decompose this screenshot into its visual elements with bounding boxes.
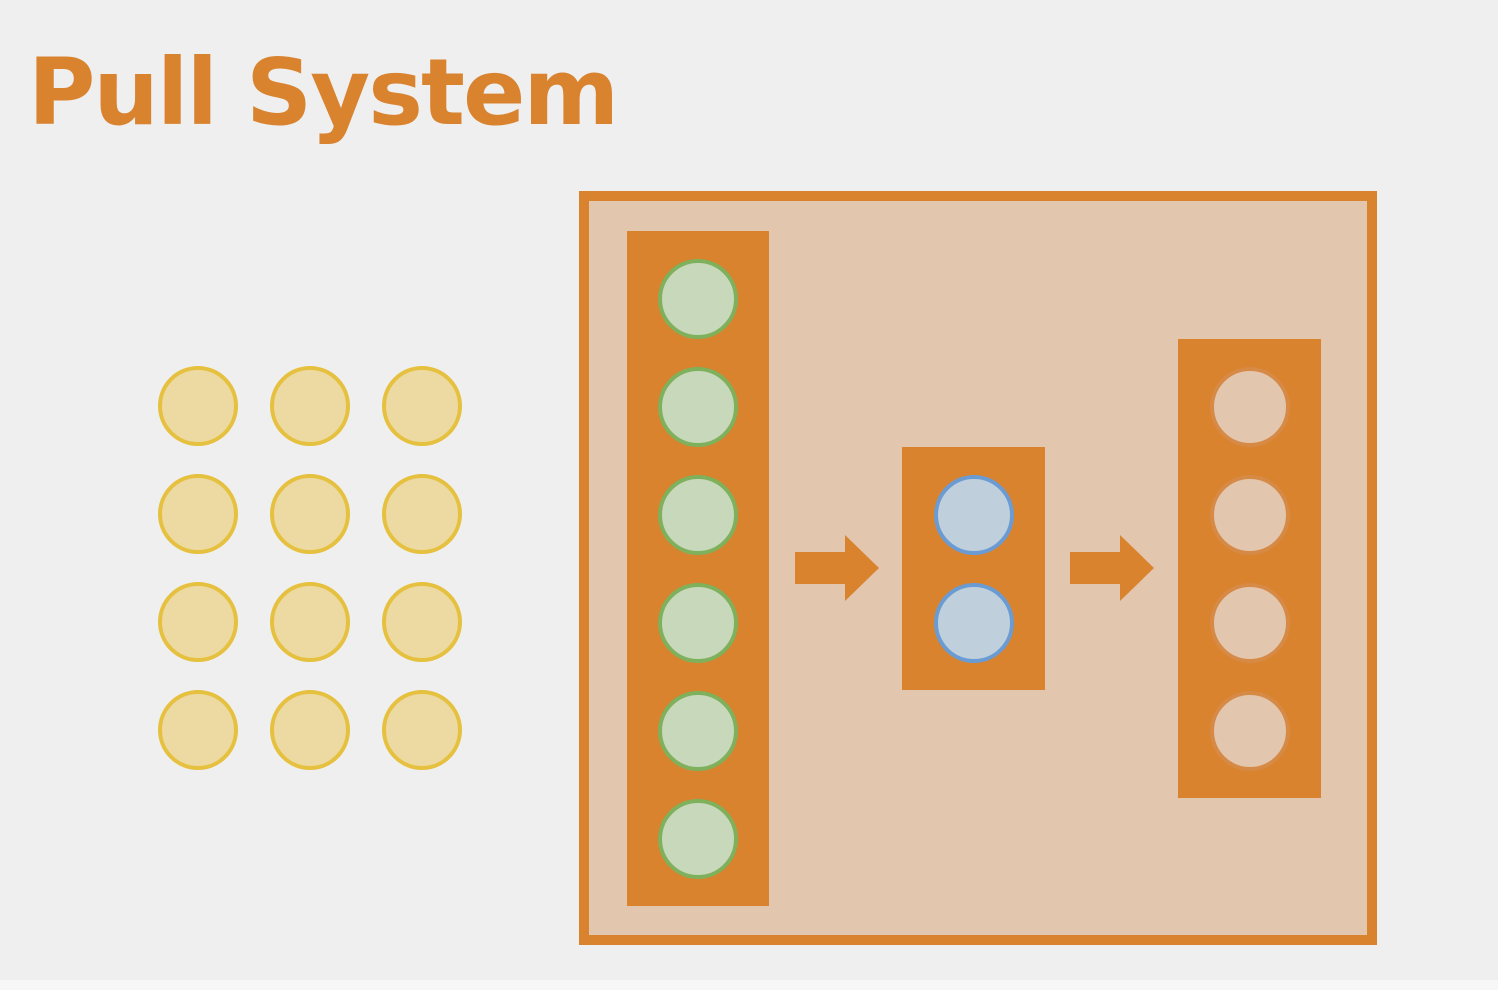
work-item: [658, 475, 738, 555]
work-item: [658, 583, 738, 663]
bottom-strip: [0, 980, 1498, 990]
empty-slot: [1209, 475, 1290, 555]
waiting-token: [158, 366, 238, 446]
work-item: [933, 583, 1014, 663]
waiting-token: [382, 690, 462, 770]
work-item: [658, 259, 738, 339]
waiting-token: [158, 690, 238, 770]
page-title: Pull System: [28, 39, 619, 146]
work-item: [658, 691, 738, 771]
work-item: [658, 367, 738, 447]
waiting-token: [382, 366, 462, 446]
waiting-token: [158, 474, 238, 554]
waiting-token: [382, 474, 462, 554]
empty-slot: [1209, 367, 1290, 447]
processing-stage-column: [902, 447, 1045, 690]
waiting-token: [270, 474, 350, 554]
waiting-token: [158, 582, 238, 662]
right-arrow-icon: [1070, 535, 1154, 601]
work-item: [933, 475, 1014, 555]
empty-slot: [1209, 583, 1290, 663]
pull-system-container: [579, 191, 1377, 945]
waiting-token: [270, 366, 350, 446]
waiting-token: [270, 690, 350, 770]
waiting-token: [270, 582, 350, 662]
right-arrow-icon: [795, 535, 879, 601]
empty-slot: [1209, 691, 1290, 771]
input-stage-column: [627, 231, 769, 906]
waiting-pool: [0, 0, 560, 990]
waiting-token: [382, 582, 462, 662]
output-stage-column: [1178, 339, 1321, 798]
work-item: [658, 799, 738, 879]
